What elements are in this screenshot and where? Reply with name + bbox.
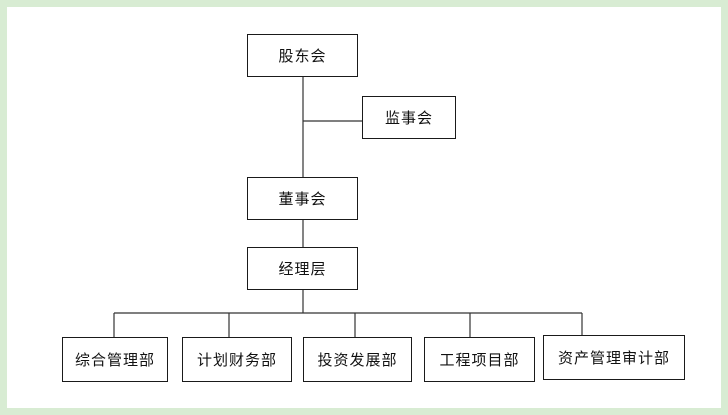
node-shareholders-label: 股东会 bbox=[278, 47, 327, 65]
node-management-label: 经理层 bbox=[278, 260, 327, 278]
node-board: 董事会 bbox=[247, 177, 358, 220]
node-dept-general-label: 综合管理部 bbox=[74, 351, 155, 369]
node-dept-asset-audit-label: 资产管理审计部 bbox=[557, 349, 670, 367]
node-dept-general: 综合管理部 bbox=[62, 337, 168, 382]
node-dept-investment-label: 投资发展部 bbox=[317, 351, 398, 369]
node-dept-engineering-label: 工程项目部 bbox=[439, 351, 520, 369]
node-shareholders: 股东会 bbox=[247, 34, 358, 77]
node-dept-engineering: 工程项目部 bbox=[424, 337, 535, 382]
node-supervisors-label: 监事会 bbox=[384, 109, 433, 127]
node-dept-investment: 投资发展部 bbox=[303, 337, 412, 382]
node-dept-asset-audit: 资产管理审计部 bbox=[543, 335, 685, 380]
node-management: 经理层 bbox=[247, 247, 358, 290]
node-board-label: 董事会 bbox=[278, 190, 327, 208]
node-dept-finance-label: 计划财务部 bbox=[196, 351, 277, 369]
node-supervisors: 监事会 bbox=[362, 96, 456, 139]
node-dept-finance: 计划财务部 bbox=[182, 337, 292, 382]
